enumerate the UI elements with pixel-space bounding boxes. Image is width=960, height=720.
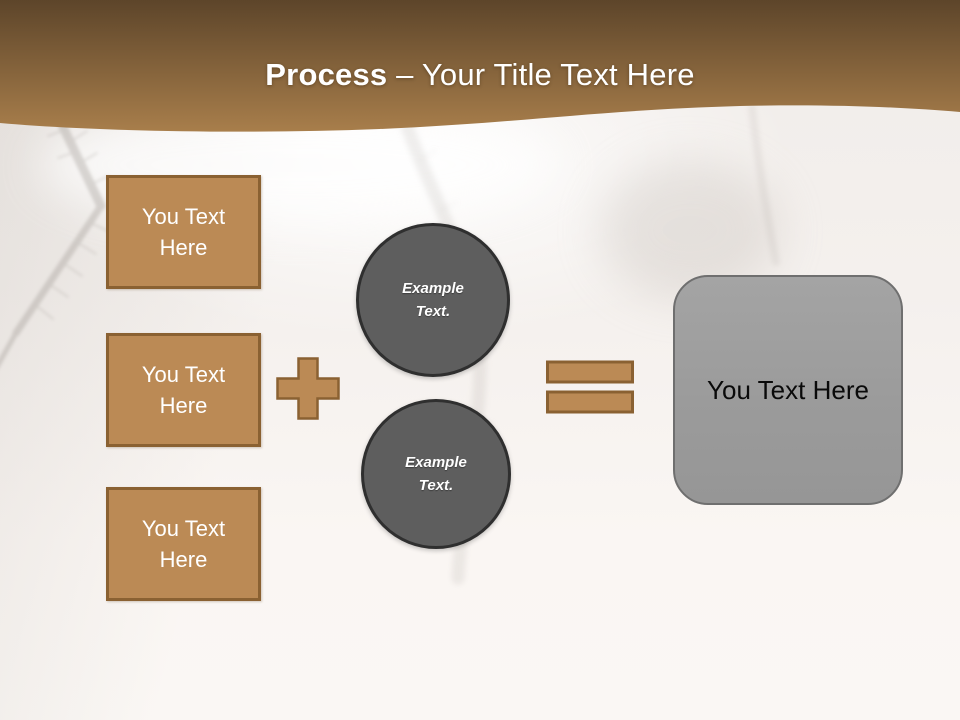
circle-label: Example Text. [402,279,464,320]
circle-label: Example Text. [405,453,467,494]
title-bold-text: Process [265,57,388,92]
step-box-label: You Text Here [141,203,226,260]
step-box-2[interactable]: You Text Here [106,333,261,447]
step-box-label: You Text Here [141,515,226,572]
header-band [0,0,960,132]
step-box-1[interactable]: You Text Here [106,175,261,289]
example-circle-2[interactable]: Example Text. [361,399,511,549]
background-blur-blob [600,160,780,300]
example-circle-1[interactable]: Example Text. [356,223,510,377]
step-box-label: You Text Here [141,361,226,418]
result-label: You Text Here [707,374,869,405]
result-box[interactable]: You Text Here [673,275,903,505]
slide-title[interactable]: Process – Your Title Text Here [0,57,960,93]
header-wave-shape [0,0,960,132]
plus-icon[interactable] [276,357,340,420]
title-rest-text: – Your Title Text Here [396,57,695,92]
equals-icon[interactable] [546,360,634,416]
step-box-3[interactable]: You Text Here [106,487,261,601]
mosquito-leg-right [748,104,780,266]
